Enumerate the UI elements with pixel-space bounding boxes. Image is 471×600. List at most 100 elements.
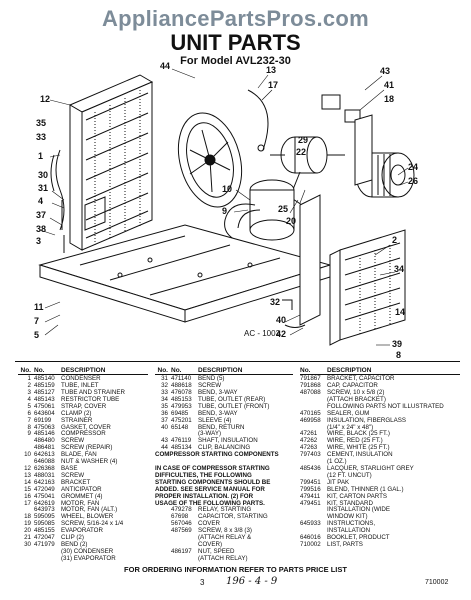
- description: (ATTACH RELAY &: [198, 534, 252, 542]
- part-no: 47262: [300, 437, 318, 445]
- part-no: 469958: [300, 416, 321, 424]
- description: SCREW: [61, 471, 85, 479]
- description: RESTRICTOR TUBE: [61, 395, 120, 403]
- part-no: 472049: [34, 485, 55, 493]
- table-row: INSTALLATION: [300, 527, 460, 535]
- description: CONDENSER: [61, 375, 101, 383]
- illus-no: 1: [27, 375, 31, 383]
- description: TUBE, OUTLET (REAR): [198, 395, 266, 403]
- illus-no: [155, 535, 171, 542]
- description: INSULATION, FIBERGLASS: [327, 416, 406, 424]
- part-no: 485140: [34, 375, 55, 383]
- description: WHEEL, BLOWER: [61, 513, 114, 521]
- part-no: [300, 397, 327, 404]
- illus-no: [155, 514, 171, 521]
- callout-10: 10: [222, 184, 232, 194]
- callout-11: 11: [34, 302, 44, 312]
- table-row: (ATTACH BRACKET): [300, 396, 460, 404]
- table-row: (12 FT. UNCUT): [300, 471, 460, 480]
- description: SHAFT, INSULATION: [198, 437, 258, 445]
- description: COVER: [198, 520, 221, 528]
- illus-no: 21: [24, 534, 31, 542]
- callout-8: 8: [396, 350, 401, 360]
- part-no: 475061: [34, 402, 55, 410]
- description: STRAINER: [61, 416, 93, 424]
- part-no: 471140: [171, 375, 192, 383]
- divider: [15, 361, 460, 362]
- table-row: (ATTACH RELAY &: [155, 534, 293, 542]
- part-no: 65148: [171, 423, 189, 431]
- description: (1 OZ.): [327, 458, 347, 466]
- callout-37: 37: [36, 210, 46, 220]
- callout-5: 5: [34, 330, 39, 340]
- table-row: COVER): [155, 540, 293, 549]
- description: SCREW, 8 x 3/8 (3): [198, 527, 252, 535]
- callout-33: 33: [36, 132, 46, 142]
- part-no: 485146: [34, 430, 55, 438]
- base-pan-drawing: [38, 224, 332, 323]
- callout-40: 40: [276, 315, 286, 325]
- illus-no: [155, 528, 171, 535]
- part-no: 486480: [34, 437, 55, 445]
- illus-no: 12: [24, 464, 31, 472]
- table-row: (1 OZ.): [300, 458, 460, 466]
- description: (1/4" x 24" x 48"): [327, 423, 374, 431]
- description: (ATTACH RELAY): [198, 554, 248, 562]
- illus-no: 37: [161, 416, 168, 424]
- description: (12 FT. UNCUT): [327, 471, 372, 479]
- part-no: 479451: [300, 499, 321, 507]
- callout-20: 20: [286, 216, 296, 226]
- callout-4: 4: [38, 196, 43, 206]
- illus-no: [155, 556, 171, 563]
- part-no: 485127: [34, 389, 55, 397]
- callout-17: 17: [268, 80, 278, 90]
- table-row: INSTALLATION (WIDE: [300, 507, 460, 514]
- illus-no: 18: [24, 513, 31, 521]
- part-no: [171, 556, 198, 563]
- part-no: 471979: [34, 540, 55, 548]
- part-no: 69199: [34, 416, 52, 424]
- part-no: 485159: [34, 382, 55, 390]
- description: CLIP, BALANCING: [198, 444, 251, 452]
- illus-no: [155, 521, 171, 528]
- description: COVER): [198, 540, 223, 548]
- callout-29: 29: [298, 135, 308, 145]
- part-no: 642613: [34, 451, 55, 459]
- description: SCREW, 10 x 5/8 (2): [327, 389, 385, 397]
- description: INSTRUCTIONS,: [327, 520, 376, 528]
- description: SLEEVE (4): [198, 416, 232, 424]
- illus-no: 8: [27, 423, 31, 431]
- part-no: 626368: [34, 464, 55, 472]
- illus-no: 33: [161, 389, 168, 397]
- part-no: 488618: [171, 382, 192, 390]
- part-no: 485134: [171, 444, 192, 452]
- callout-31: 31: [38, 183, 48, 193]
- part-no: 799516: [300, 485, 321, 493]
- part-no: 475063: [34, 423, 55, 431]
- note-line: STARTING COMPONENTS SHOULD BE: [155, 478, 271, 486]
- part-no: 47263: [300, 444, 318, 452]
- description: TUBE, OUTLET (FRONT): [198, 402, 270, 410]
- exploded-parts-diagram: 12 1 35 33 30 31 4 37 38 3 44 13 17 10 9…: [34, 61, 418, 360]
- illus-no: 7: [27, 416, 31, 424]
- illus-no: 32: [161, 382, 168, 390]
